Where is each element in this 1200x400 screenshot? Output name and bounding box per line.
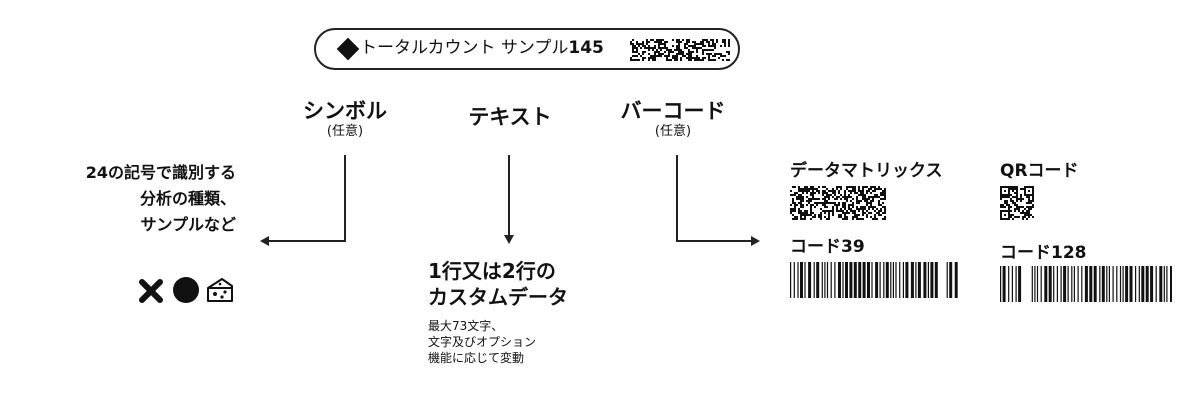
qr-code — [1000, 186, 1034, 220]
text-description-line2: カスタムデータ — [428, 285, 568, 309]
barcode-connector-vertical — [676, 155, 678, 241]
label-datamatrix-code — [630, 39, 730, 61]
code128-title: コード128 — [1000, 243, 1087, 263]
symbol-description-line1: 24の記号で識別する — [85, 163, 236, 182]
cheese-icon — [206, 276, 234, 304]
arrow-down-icon — [504, 235, 514, 244]
cross-icon — [138, 278, 164, 304]
code128-barcode — [1000, 266, 1173, 302]
arrow-right-icon — [751, 236, 760, 246]
text-connector-vertical — [508, 155, 510, 235]
text-note-line1: 最大73文字、 — [428, 319, 504, 333]
qr-title: QRコード — [1000, 161, 1079, 181]
code39-title: コード39 — [790, 237, 865, 257]
circle-icon — [172, 276, 200, 304]
text-description: 1行又は2行の カスタムデータ — [428, 258, 568, 310]
datamatrix-title: データマトリックス — [790, 161, 943, 181]
arrow-left-icon — [260, 236, 269, 246]
text-note: 最大73文字、 文字及びオプション 機能に応じて変動 — [428, 318, 536, 366]
sample-label-text: トータルカウント サンプル145 — [360, 37, 604, 59]
symbol-description-line3: サンプルなど — [140, 215, 236, 234]
text-note-line2: 文字及びオプション — [428, 335, 537, 349]
symbol-heading: シンボル — [303, 99, 387, 123]
text-heading: テキスト — [468, 105, 552, 129]
sample-label-number: 145 — [568, 38, 604, 58]
barcode-heading: バーコード — [620, 99, 726, 123]
symbol-optional-note: (任意) — [326, 124, 364, 139]
symbol-description-line2: 分析の種類、 — [139, 189, 236, 208]
symbol-connector-horizontal — [268, 240, 346, 242]
sample-label-pill — [314, 28, 740, 70]
symbol-connector-vertical — [344, 155, 346, 241]
barcode-optional-note: (任意) — [654, 124, 692, 139]
text-note-line3: 機能に応じて変動 — [428, 351, 525, 365]
sample-label-name: トータルカウント サンプル — [360, 38, 569, 58]
code39-barcode — [790, 262, 960, 298]
barcode-connector-horizontal — [676, 240, 752, 242]
symbol-description: 24の記号で識別する 分析の種類、 サンプルなど — [20, 160, 236, 238]
datamatrix-code — [790, 186, 886, 220]
text-description-line1: 1行又は2行の — [428, 259, 556, 283]
